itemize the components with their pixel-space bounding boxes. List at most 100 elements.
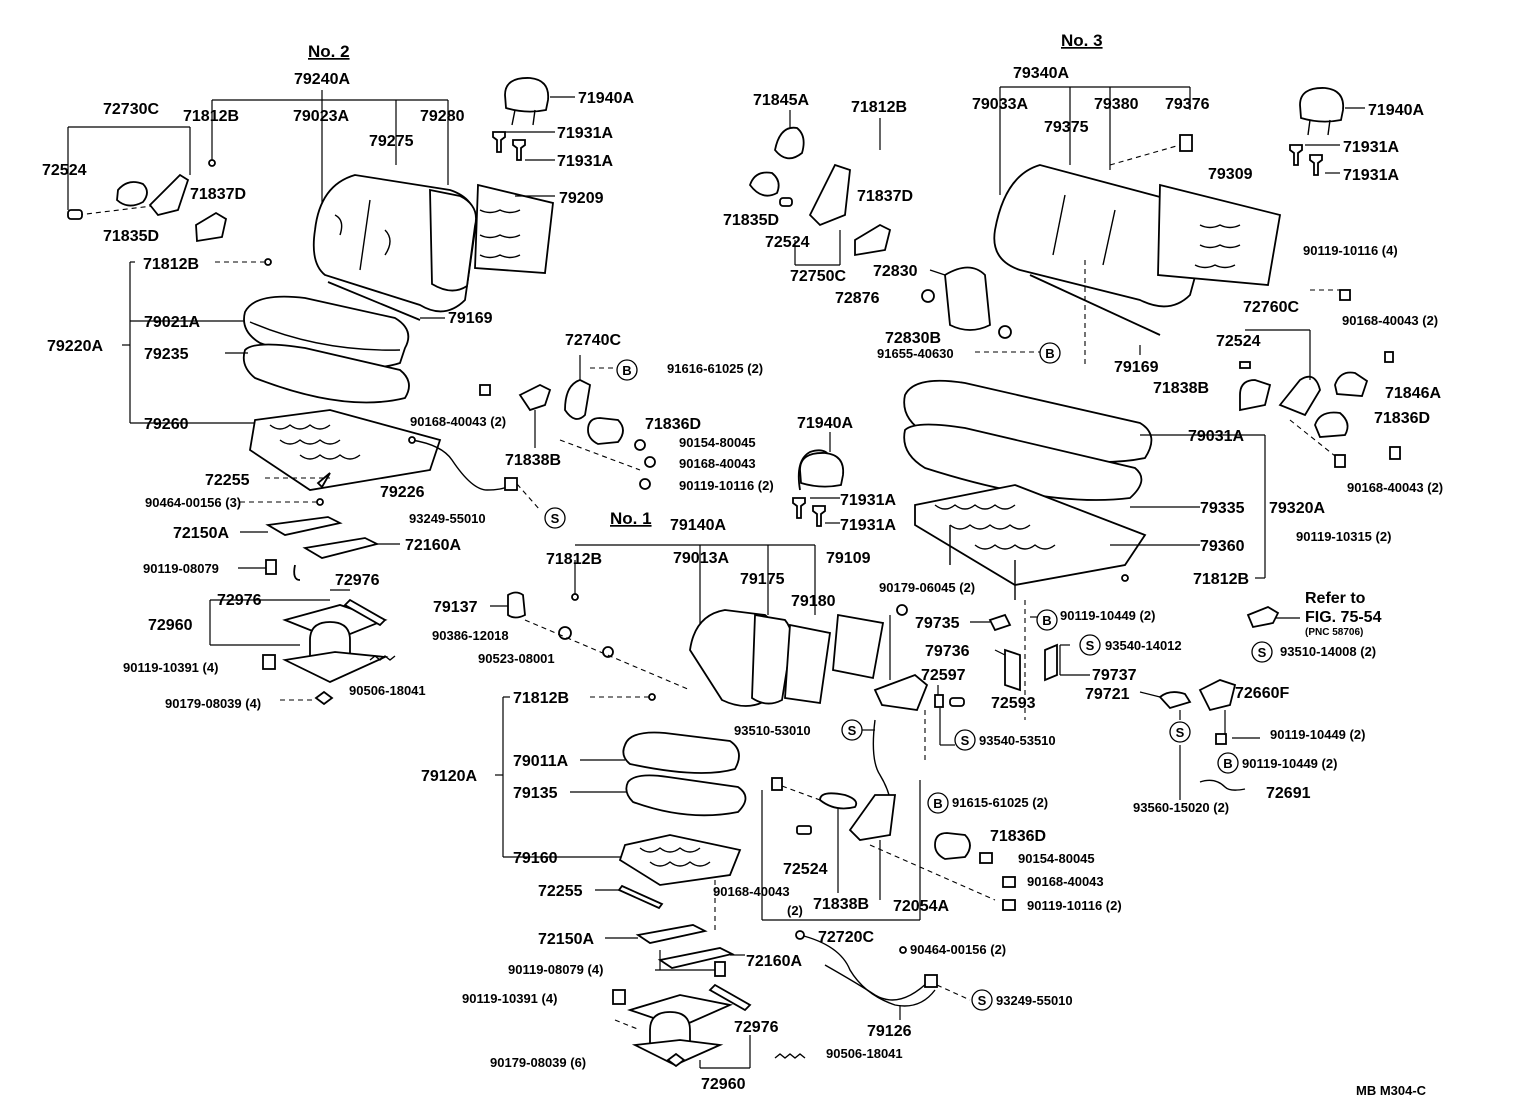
part-label: 79033A xyxy=(972,96,1028,113)
part-label: 72876 xyxy=(835,290,880,307)
section-header-no1: No. 1 xyxy=(610,509,652,528)
bolt-part xyxy=(265,559,277,575)
part-label: 72750C xyxy=(790,268,846,285)
rod-part xyxy=(1029,274,1161,336)
headrest-guide xyxy=(1289,144,1303,166)
part-label: 79013A xyxy=(673,550,729,567)
part-label: 71838B xyxy=(813,896,869,913)
center-mechanism-group xyxy=(761,432,1016,1020)
headrest-stay xyxy=(532,109,536,126)
screw-part xyxy=(264,258,272,266)
track-part xyxy=(657,947,735,969)
symbol-s-text: S xyxy=(551,511,560,526)
clip-part xyxy=(988,613,1012,632)
part-label: 72740C xyxy=(565,332,621,349)
symbol-s-circle xyxy=(971,989,993,1011)
part-label: 72976 xyxy=(335,572,380,589)
part-label: 79320A xyxy=(1269,500,1325,517)
part-label: 79175 xyxy=(740,571,785,588)
seat-frame-no3 xyxy=(914,484,1147,586)
screw-part xyxy=(558,626,572,640)
clip-part xyxy=(779,197,793,207)
part-labels: 79240A 72730C 71812B 79023A 79280 79275 … xyxy=(42,65,1443,1093)
part-label: 71838B xyxy=(1153,380,1209,397)
leader-line xyxy=(614,1019,641,1031)
part-label: 71812B xyxy=(513,690,569,707)
symbol-b-text: B xyxy=(1045,346,1054,361)
cushion-seam xyxy=(249,321,401,351)
part-label: 71836D xyxy=(1374,410,1430,427)
knob-part xyxy=(587,417,624,445)
part-label: 79235 xyxy=(144,346,189,363)
headrest-no2 xyxy=(504,77,550,113)
seatback-seams xyxy=(1052,194,1116,266)
headrest-guide xyxy=(792,497,806,519)
symbol-s-text: S xyxy=(1086,638,1095,653)
part-label: 79721 xyxy=(1085,686,1130,703)
part-label: (2) xyxy=(787,903,803,918)
screw-part xyxy=(639,478,651,490)
part-label: 90119-10391 (4) xyxy=(462,991,557,1006)
bolt-part xyxy=(1339,289,1351,301)
part-label: 72730C xyxy=(103,101,159,118)
bolt-part xyxy=(479,384,491,396)
part-label: 79360 xyxy=(1200,538,1245,555)
part-label: 72720C xyxy=(818,929,874,946)
cover-part xyxy=(1239,379,1272,412)
leader-line xyxy=(1139,691,1161,698)
cover-part xyxy=(195,211,228,243)
part-label: 90168-40043 (2) xyxy=(1347,480,1443,495)
screw-part xyxy=(921,289,935,303)
screw-part xyxy=(602,646,614,658)
screw-part xyxy=(634,439,646,451)
screw-part xyxy=(648,693,656,701)
part-label: 93510-53010 xyxy=(734,723,811,738)
leader-line xyxy=(524,619,691,691)
part-label: 79126 xyxy=(867,1023,912,1040)
symbol-s-circle xyxy=(1251,641,1273,663)
track-part xyxy=(635,924,708,944)
clip-part xyxy=(1239,361,1251,369)
part-label: 71836D xyxy=(645,416,701,433)
part-label: 72960 xyxy=(148,617,193,634)
cover-part xyxy=(854,223,892,257)
symbol-s-text: S xyxy=(848,723,857,738)
seat-no1-group xyxy=(490,544,885,1069)
part-label: 72660F xyxy=(1235,685,1289,702)
part-label: 93560-15020 (2) xyxy=(1133,800,1229,815)
part-label: 90119-08079 (4) xyxy=(508,962,603,977)
clip-part xyxy=(1158,691,1192,710)
seat-frame-no1 xyxy=(618,834,742,886)
symbol-b-circle xyxy=(1217,752,1239,774)
symbol-s-circle xyxy=(954,729,976,751)
part-label: 79023A xyxy=(293,108,349,125)
part-label: 71837D xyxy=(857,188,913,205)
cover-part xyxy=(1334,371,1369,397)
screw-part xyxy=(1121,574,1129,582)
lever-part xyxy=(343,598,387,627)
part-label: 79011A xyxy=(513,753,569,770)
bracket-part xyxy=(873,673,929,711)
part-label: 90119-08079 xyxy=(143,561,219,576)
bolt-part xyxy=(1002,876,1016,888)
part-label: 90464-00156 (2) xyxy=(910,942,1006,957)
cable-part xyxy=(824,964,931,1001)
leader-line xyxy=(1109,144,1181,166)
hinge-part xyxy=(808,163,851,227)
part-label: 79226 xyxy=(380,484,425,501)
leader-line xyxy=(77,204,161,216)
part-label: 79380 xyxy=(1094,96,1139,113)
part-label: 72830 xyxy=(873,263,918,280)
part-label: 71812B xyxy=(546,551,602,568)
right-center-parts-group xyxy=(970,600,1300,800)
part-label: 90168-40043 xyxy=(679,456,756,471)
seatback-board-no1 xyxy=(784,623,832,705)
bolt-part xyxy=(1334,454,1346,468)
part-label: 79160 xyxy=(513,850,558,867)
bolt-part xyxy=(1384,351,1394,363)
seat-no2-group xyxy=(67,77,575,706)
leader-line xyxy=(994,649,1006,656)
symbol-b-text: B xyxy=(1223,756,1232,771)
part-label: 72597 xyxy=(921,667,966,684)
part-label: 90506-18041 xyxy=(826,1046,903,1061)
